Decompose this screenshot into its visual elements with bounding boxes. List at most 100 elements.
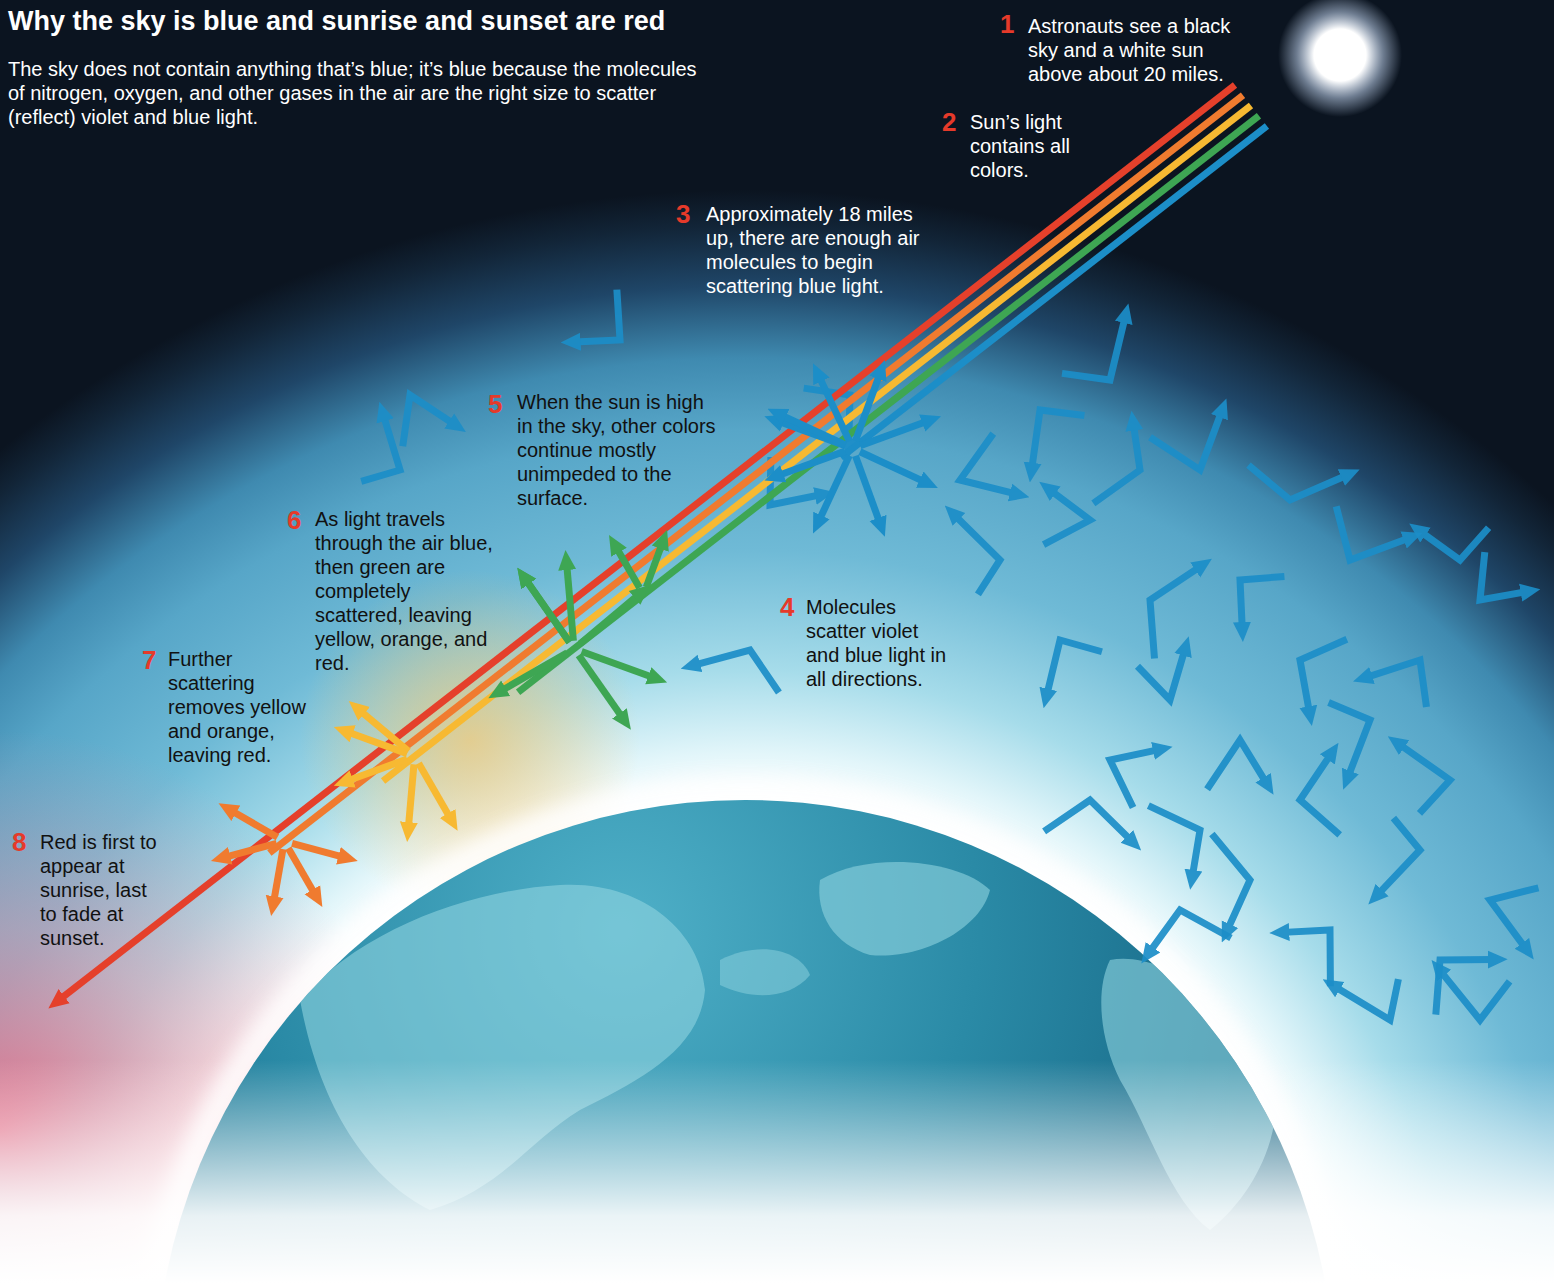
scattered-light-arrow (1212, 834, 1250, 930)
scattered-light-arrow (1421, 528, 1489, 560)
scattered-light-arrow (1062, 317, 1125, 380)
scattered-light-arrow (1137, 650, 1184, 700)
yellow-scatter-arrow (347, 759, 407, 781)
orange-light-ray (269, 95, 1243, 853)
scattered-light-arrow (1093, 425, 1140, 504)
scattered-light-arrow (1207, 740, 1266, 789)
caption: The sky does not contain anything that’s… (8, 57, 708, 129)
scatter-chevrons (361, 290, 1538, 1020)
callout-wrap: Molecules scatter violet and blue light … (806, 595, 956, 691)
scattered-light-arrow (1490, 888, 1538, 948)
yellow-light-ray (383, 106, 1251, 781)
callout-wrap: Approximately 18 miles up, there are eno… (706, 202, 941, 298)
callout-number-wrap: 3 (676, 200, 690, 228)
scattered-light-arrow (1240, 576, 1284, 628)
callout-number: 3 (676, 200, 690, 228)
callout-number-wrap: 2 (942, 108, 956, 136)
callout-text: Molecules scatter violet and blue light … (806, 595, 956, 691)
orange-scatter-arrow (274, 849, 283, 902)
callout-number-wrap: 1 (1000, 10, 1014, 38)
blue-scatter-arrow (778, 451, 846, 476)
yellow-scatter-arrow (419, 763, 451, 818)
blue-scatter-arrow (780, 415, 845, 445)
blue-scatter-arrow (855, 456, 880, 524)
scattered-light-arrow (1440, 971, 1509, 1020)
ground-fade (0, 1060, 1554, 1283)
scattered-light-arrow (1044, 490, 1090, 544)
green-scatter-arrow (525, 579, 569, 642)
callout-wrap: When the sun is high in the sky, other c… (517, 390, 717, 510)
callout-text: Approximately 18 miles up, there are eno… (706, 202, 941, 298)
scattered-light-arrow (1300, 639, 1347, 712)
yellow-scatter-arrow (408, 764, 414, 828)
blue-light-ray (841, 126, 1267, 458)
scattered-light-arrow (960, 434, 1016, 494)
callout-text: Further scattering removes yellow and or… (168, 647, 318, 767)
callout-wrap: Astronauts see a black sky and a white s… (1028, 14, 1253, 86)
blue-scatter-arrow (860, 452, 925, 482)
island (720, 949, 810, 995)
green-scatter-arrow (580, 594, 639, 643)
callout-number: 5 (488, 390, 502, 418)
scattered-light-arrow (694, 650, 779, 692)
scattered-light-arrow (361, 415, 400, 481)
blue-scatter-arrow (860, 421, 928, 446)
callout-wrap: Sun’s light contains all colors. (970, 110, 1095, 182)
green-scatter-arrow (525, 579, 569, 642)
callout-number: 8 (12, 828, 26, 856)
callout-text: Astronauts see a black sky and a white s… (1028, 14, 1253, 86)
scattered-light-arrow (1300, 754, 1340, 834)
callout-number: 1 (1000, 10, 1014, 38)
callout-number-wrap: 8 (12, 828, 26, 856)
green-scatter-arrow (567, 564, 574, 641)
blue-scatter-arrow (819, 456, 849, 521)
callout-number-wrap: 4 (780, 593, 794, 621)
scattered-light-arrow (1329, 702, 1370, 776)
callout-wrap: Further scattering removes yellow and or… (168, 647, 318, 767)
callout-number: 6 (287, 506, 301, 534)
callout-number-wrap: 7 (142, 646, 156, 674)
green-scatter-arrow (616, 547, 640, 588)
callout-wrap: Red is first to appear at sunrise, last … (40, 830, 165, 950)
scattered-light-arrow (1378, 818, 1420, 894)
scattered-light-arrow (1480, 552, 1527, 600)
sun (1278, 0, 1402, 117)
callout-text: When the sun is high in the sky, other c… (517, 390, 717, 510)
callout-number: 4 (780, 593, 794, 621)
caption-wrap: The sky does not contain anything that’s… (8, 57, 708, 129)
scattered-light-arrow (1366, 660, 1426, 707)
scattered-light-arrow (403, 395, 455, 446)
callout-number: 7 (142, 646, 156, 674)
orange-scatter-arrow (224, 843, 276, 857)
scattered-light-arrow (1047, 640, 1102, 695)
callout-text: Red is first to appear at sunrise, last … (40, 830, 165, 950)
orange-scatter-arrow (288, 848, 315, 895)
title: Why the sky is blue and sunrise and suns… (8, 4, 665, 38)
scattered-light-arrow (1044, 800, 1131, 841)
scattered-light-arrow (1336, 506, 1409, 560)
scattered-light-arrow (1150, 412, 1222, 470)
callout-number-wrap: 5 (488, 390, 502, 418)
scattered-light-arrow (1032, 410, 1085, 469)
callout-number-wrap: 6 (287, 506, 301, 534)
orange-scatter-arrow (231, 810, 278, 837)
callout-wrap: As light travels through the air blue, t… (315, 507, 497, 675)
sunlight-rays (59, 85, 1267, 1000)
light-rays (59, 85, 1538, 1020)
continent (819, 862, 990, 956)
scattered-light-arrow (1399, 744, 1450, 813)
scattered-light-arrow (1150, 567, 1200, 659)
green-scatter-arrow (579, 655, 623, 718)
orange-scatter-arrow (292, 843, 344, 857)
title-wrap: Why the sky is blue and sunrise and suns… (8, 4, 665, 38)
green-scatter-arrow (646, 543, 662, 587)
red-light-ray (59, 85, 1235, 1000)
scattered-light-arrow (1248, 465, 1346, 500)
scattered-light-arrow (1148, 806, 1200, 876)
scattered-light-arrow (1149, 910, 1230, 952)
